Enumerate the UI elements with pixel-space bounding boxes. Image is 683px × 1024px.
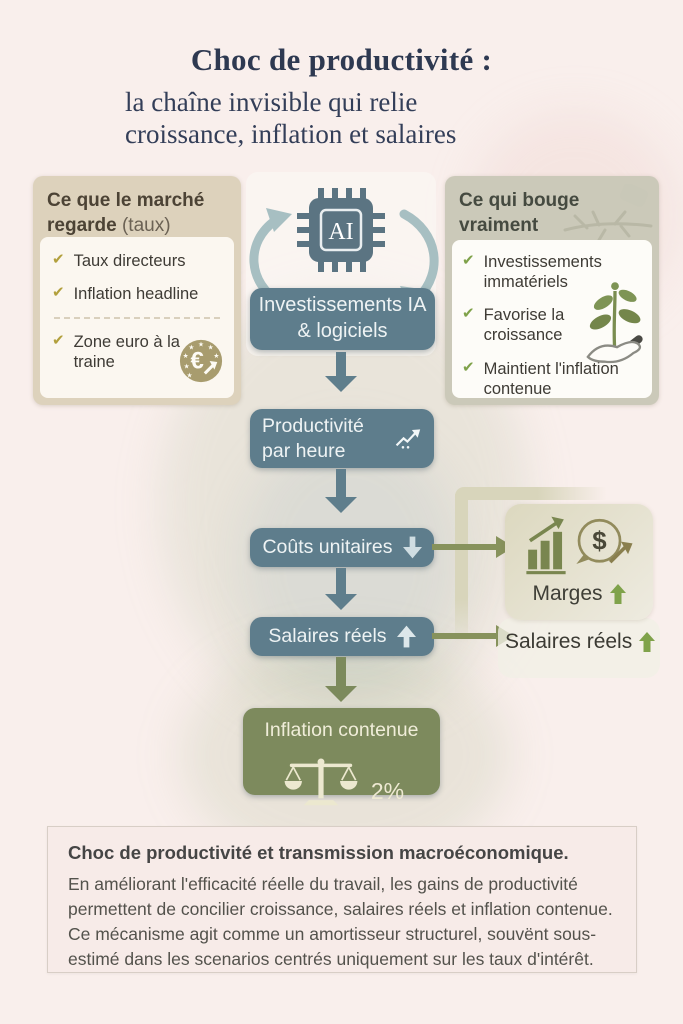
green-up-arrow-icon (639, 632, 656, 652)
page-title: Choc de productivité : (190, 42, 493, 77)
list-item: ✔ Favorise la croissance (462, 305, 646, 345)
right-arrow-icon (432, 536, 514, 558)
flow-step-productivite: Productivité par heure (250, 409, 434, 468)
list-item: ✔ Taux directeurs (52, 251, 224, 271)
down-arrow-icon (325, 352, 357, 392)
branch-connector-top (455, 487, 613, 500)
dollar-icon: $ (592, 528, 607, 556)
dashed-divider (54, 317, 220, 320)
market-view-heading-bold: Ce que le marché regarde (47, 190, 205, 237)
flow-step-investissements: Investissements IA & logiciels (250, 288, 435, 350)
down-arrow-icon (325, 657, 357, 702)
subtitle-line-1: la chaîne invisible qui relie (125, 87, 418, 117)
list-item: ✔ Zone euro à la traine (52, 332, 224, 372)
list-item-label: Maintient l'inflation contenue (483, 359, 619, 398)
page-subtitle: la chaîne invisible qui relie croissance… (125, 86, 456, 151)
summary-title: Choc de productivité et transmission mac… (68, 842, 569, 863)
euro-coin-icon: € ★★★ ★★ ★★ (179, 339, 223, 383)
list-item-label: Favorise la croissance (483, 306, 565, 345)
small-down-arrow-icon (402, 536, 422, 559)
check-icon: ✔ (462, 305, 475, 323)
inflation-target-value: 2% (370, 777, 405, 804)
salaires-reels-label-row: Salaires réels (505, 630, 656, 654)
market-view-heading: Ce que le marché regarde (taux) (33, 176, 241, 238)
flow-step-inflation: Inflation contenue 2% (243, 708, 440, 806)
summary-box: Choc de productivité et transmission mac… (47, 826, 637, 973)
check-icon: ✔ (52, 284, 65, 302)
market-view-panel: Ce que le marché regarde (taux) ✔ Taux d… (33, 176, 241, 405)
balance-scale-icon (284, 758, 358, 806)
svg-text:★: ★ (187, 371, 193, 379)
svg-text:★: ★ (213, 352, 219, 360)
small-up-arrow-icon (396, 625, 416, 648)
svg-text:★: ★ (188, 344, 194, 352)
list-item-label: Investissements immatériels (483, 253, 602, 292)
svg-text:★: ★ (198, 341, 204, 349)
flow-step-label: Salaires réels (268, 625, 387, 648)
summary-body: En améliorant l'efficacité réelle du tra… (68, 874, 613, 969)
check-icon: ✔ (52, 332, 65, 350)
check-icon: ✔ (462, 358, 475, 376)
list-item-label: Taux directeurs (73, 252, 186, 270)
flow-step-label: Inflation contenue (264, 719, 419, 741)
down-arrow-icon (325, 568, 357, 610)
flow-step-label: Coûts unitaires (262, 536, 393, 559)
branch-connector-side (455, 494, 468, 644)
flow-step-couts: Coûts unitaires (250, 528, 434, 567)
market-view-heading-light: (taux) (121, 215, 171, 237)
market-view-card: ✔ Taux directeurs ✔ Inflation headline ✔… (40, 237, 234, 398)
ai-chip-icon: AI (297, 188, 385, 272)
list-item-label: Inflation headline (73, 285, 199, 304)
growth-trend-icon (395, 428, 421, 449)
marges-label: Marges (532, 582, 603, 605)
reality-heading: Ce qui bouge vraiment (459, 190, 580, 237)
flow-step-label: Productivité par heure (262, 414, 364, 462)
flow-step-salaires: Salaires réels (250, 617, 434, 656)
profit-chart-dollar-icon: $ (526, 516, 633, 575)
svg-text:★: ★ (184, 363, 190, 371)
seedling-hand-icon (586, 282, 643, 364)
list-item-label: Zone euro à la traine (73, 333, 180, 372)
salaires-strip (498, 618, 660, 678)
subtitle-line-2: croissance, inflation et salaires (125, 119, 457, 150)
svg-text:★: ★ (208, 344, 214, 352)
chip-label: AI (328, 219, 353, 245)
reality-panel: Ce qui bouge vraiment ✔ Investissements … (445, 176, 659, 405)
svg-text:★: ★ (183, 352, 189, 360)
svg-text:€: € (191, 348, 204, 375)
list-item: ✔ Inflation headline (52, 284, 224, 304)
down-arrow-icon (325, 469, 357, 513)
reality-card: ✔ Investissements immatériels ✔ Favorise… (452, 240, 652, 398)
green-up-arrow-icon (609, 584, 626, 604)
marges-label-row: Marges (532, 582, 626, 606)
marges-box: $ Marges (505, 504, 653, 620)
branch-decor-icon (563, 184, 653, 242)
check-icon: ✔ (52, 251, 65, 268)
salaires-reels-label: Salaires réels (505, 630, 633, 653)
list-item: ✔ Investissements immatériels (462, 252, 646, 292)
inflation-target-row: 2% (279, 755, 404, 807)
check-icon: ✔ (462, 252, 475, 269)
list-item: ✔ Maintient l'inflation contenue (462, 359, 646, 399)
